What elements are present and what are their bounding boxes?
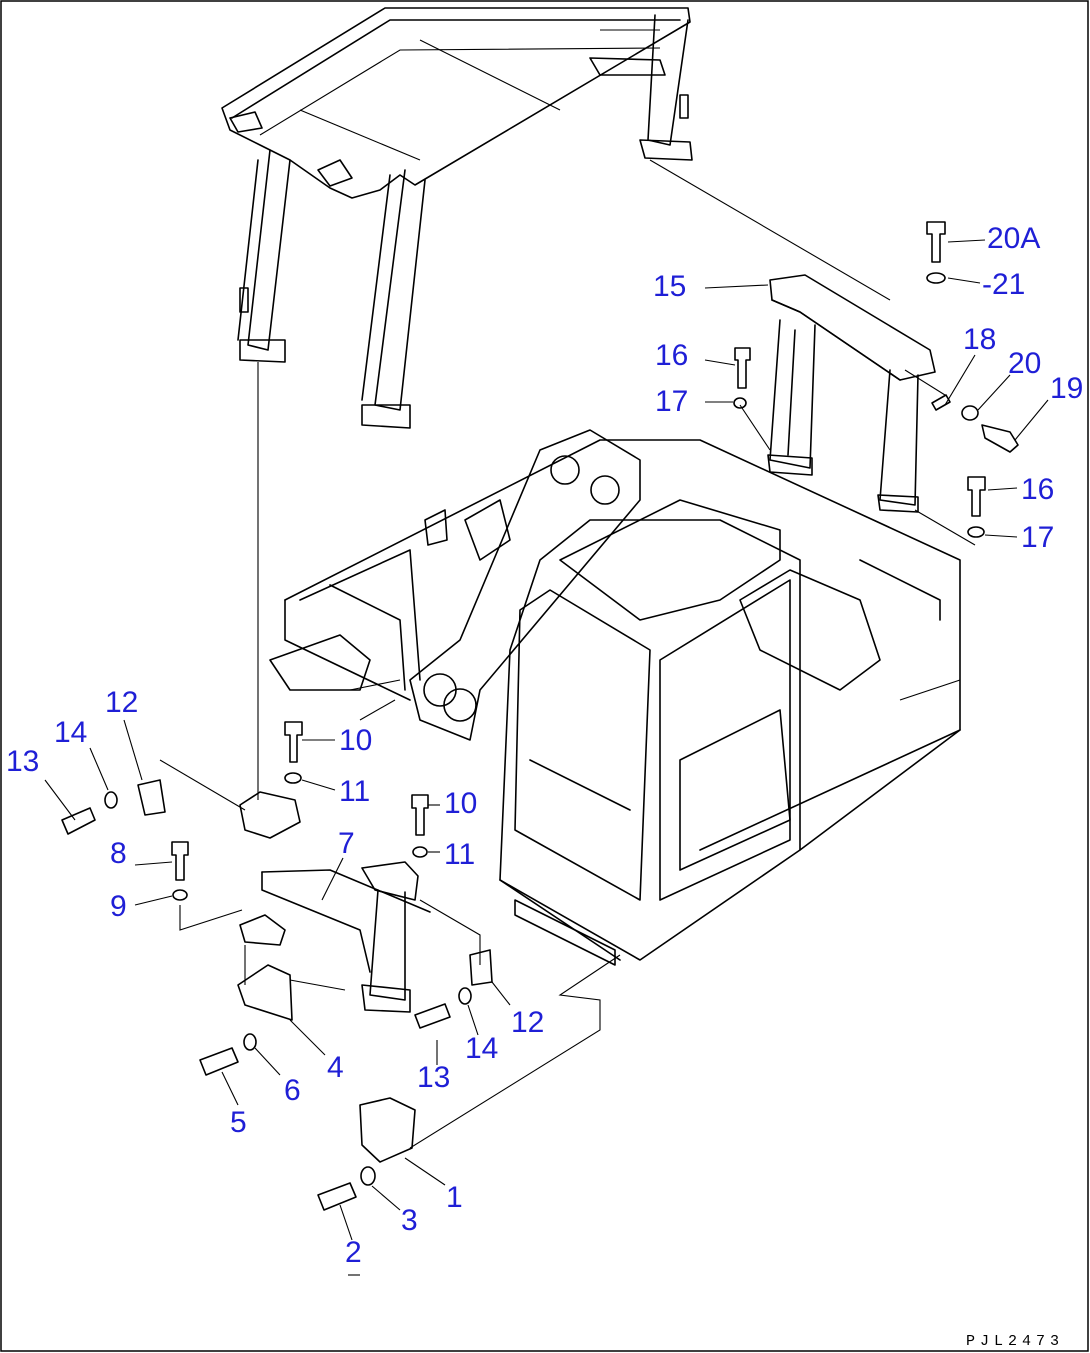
callout-5: 5 [230,1106,247,1139]
callout-21: -21 [982,268,1025,301]
callout-13-left: 13 [6,745,39,778]
callout-6: 6 [284,1074,301,1107]
callout-1: 1 [446,1181,463,1214]
callout-4: 4 [327,1051,344,1084]
callout-14-left: 14 [54,716,87,749]
callout-19: 19 [1050,372,1083,405]
hardware-right [733,221,1019,538]
callout-16-upper: 16 [655,339,688,372]
upper-structure [269,429,961,966]
callout-15: 15 [653,270,686,303]
callout-2: 2 [345,1236,362,1269]
canopy-top-frame [221,7,691,199]
callout-14-right: 14 [465,1032,498,1065]
callout-16-lower: 16 [1021,473,1054,506]
callout-17-lower: 17 [1021,521,1054,554]
hardware-left [61,721,472,1211]
callout-12-left: 12 [105,686,138,719]
callout-labels: 20A -21 15 18 20 19 16 17 16 17 12 14 13… [6,222,1083,1350]
canopy-legs [237,14,891,800]
callout-13-right: 13 [417,1061,450,1094]
rear-guard [739,274,976,546]
callout-18: 18 [963,323,996,356]
callout-10-right: 10 [444,787,477,820]
callout-9: 9 [110,890,127,923]
drawing-code: PJL2473 [966,1333,1064,1350]
leader-lines [44,239,1049,1276]
callout-3: 3 [401,1204,418,1237]
callout-17-upper: 17 [655,385,688,418]
callout-11-right: 11 [444,838,475,871]
front-guard [137,759,621,1163]
callout-20: 20 [1008,347,1041,380]
callout-8: 8 [110,837,127,870]
callout-20a: 20A [987,222,1040,255]
callout-10-left: 10 [339,724,372,757]
callout-7: 7 [338,827,355,860]
callout-11-left: 11 [339,775,370,808]
callout-12-right: 12 [511,1006,544,1039]
